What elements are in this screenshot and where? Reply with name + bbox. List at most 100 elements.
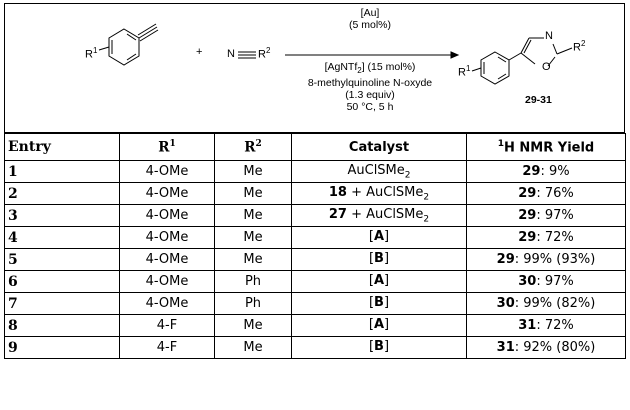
catalyst-subscript: 2 — [423, 192, 430, 203]
nitrile-r2-label: R2 — [258, 46, 271, 61]
catalyst-main: B — [374, 338, 384, 354]
r1-cell: 4-OMe — [119, 204, 215, 227]
additive-conditions: [AgNTf2] (15 mol%) 8-methylquinoline N-o… — [307, 61, 433, 114]
catalyst-prefix: + — [346, 184, 367, 200]
catalyst-suffix: ] — [383, 294, 390, 310]
reaction-arrow — [285, 51, 460, 59]
header-r1: R1 — [119, 133, 215, 161]
catalyst-main: AuClSMe — [366, 184, 424, 200]
catalyst-cell: [B] — [291, 336, 467, 359]
oxazole-product-structure — [471, 37, 573, 85]
catalyst-main: A — [373, 316, 385, 332]
r1-cell: 4-OMe — [119, 248, 215, 271]
yield-value: : 99% (93%) — [514, 252, 596, 267]
catalyst-subscript: 2 — [404, 170, 411, 181]
catalyst-cell: 27 + AuClSMe2 — [291, 204, 467, 227]
reaction-drawing — [98, 23, 573, 85]
yield-compound: 30 — [496, 296, 515, 311]
yield-cell: 29: 97% — [466, 204, 626, 227]
catalyst-main: B — [374, 294, 384, 310]
catalyst-prefix: [ — [368, 272, 374, 288]
catalyst-prefix: [ — [368, 228, 374, 244]
r2-cell: Me — [214, 336, 292, 359]
r1-cell: 4-F — [119, 314, 215, 337]
r2-cell: Me — [214, 204, 292, 227]
r1-cell: 4-OMe — [119, 226, 215, 249]
yield-value: : 72% — [536, 230, 574, 245]
catalyst-cell: [B] — [291, 292, 467, 315]
yield-cell: 31: 72% — [466, 314, 626, 337]
catalyst-main: A — [373, 228, 385, 244]
aryl-alkyne-structure — [98, 23, 159, 66]
yield-value: : 97% — [536, 274, 574, 289]
nitrile-bond — [238, 51, 256, 59]
r1-cell: 4-OMe — [119, 270, 215, 293]
yield-cell: 29: 99% (93%) — [466, 248, 626, 271]
yield-value: : 9% — [540, 164, 570, 179]
catalyst-ligand: 27 — [328, 206, 347, 222]
yield-cell: 29: 9% — [466, 160, 626, 183]
header-r2: R2 — [214, 133, 292, 161]
yield-value: : 97% — [536, 208, 574, 223]
reagent-r1-label: R1 — [85, 46, 98, 61]
catalyst-cell: 18 + AuClSMe2 — [291, 182, 467, 205]
catalyst-subscript: 2 — [423, 214, 430, 225]
header-catalyst: Catalyst — [291, 133, 467, 161]
entry-cell: 7 — [4, 292, 120, 315]
catalyst-suffix: ] — [384, 228, 390, 244]
yield-compound: 29 — [522, 164, 541, 179]
catalyst-cell: [A] — [291, 270, 467, 293]
product-o-label: O — [542, 61, 551, 73]
yield-cell: 30: 99% (82%) — [466, 292, 626, 315]
product-r2-label: R2 — [573, 39, 586, 54]
header-nmr-yield: 1H NMR Yield — [466, 133, 626, 161]
entry-cell: 2 — [4, 182, 120, 205]
catalyst-suffix: ] — [383, 338, 390, 354]
yield-value: : 76% — [536, 186, 574, 201]
catalyst-prefix: [ — [368, 294, 375, 310]
catalyst-cell: [A] — [291, 226, 467, 249]
catalyst-cell: [A] — [291, 314, 467, 337]
catalyst-main: AuClSMe — [366, 206, 424, 222]
r2-cell: Ph — [214, 270, 292, 293]
catalyst-main: B — [374, 250, 384, 266]
catalyst-prefix: [ — [368, 338, 375, 354]
catalyst-main: AuClSMe — [347, 162, 405, 178]
r1-cell: 4-OMe — [119, 160, 215, 183]
product-n-label: N — [545, 30, 553, 42]
header-entry: Entry — [4, 133, 120, 161]
reaction-scheme: R1 + N R2 [Au] (5 mol%) [AgNTf2] (15 mol… — [4, 3, 625, 133]
catalyst-main: A — [373, 272, 385, 288]
r2-cell: Me — [214, 248, 292, 271]
nitrile-n-label: N — [227, 48, 235, 60]
plus-sign: + — [196, 46, 203, 58]
yield-compound: 31 — [518, 318, 537, 333]
product-r1-label: R1 — [458, 64, 471, 79]
yield-cell: 30: 97% — [466, 270, 626, 293]
yield-value: : 99% (82%) — [514, 296, 596, 311]
yield-compound: 29 — [518, 208, 537, 223]
catalyst-suffix: ] — [384, 316, 390, 332]
product-compound-label: 29-31 — [525, 94, 552, 106]
yield-value: : 92% (80%) — [514, 340, 596, 355]
yield-cell: 29: 72% — [466, 226, 626, 249]
yield-compound: 30 — [518, 274, 537, 289]
catalyst-prefix: [ — [368, 316, 374, 332]
catalyst-cell: [B] — [291, 248, 467, 271]
catalyst-prefix: [ — [368, 250, 375, 266]
r2-cell: Me — [214, 160, 292, 183]
entry-cell: 4 — [4, 226, 120, 249]
yield-value: : 72% — [536, 318, 574, 333]
catalyst-prefix: + — [346, 206, 367, 222]
entry-cell: 3 — [4, 204, 120, 227]
catalyst-condition: [Au] (5 mol%) — [348, 7, 391, 31]
